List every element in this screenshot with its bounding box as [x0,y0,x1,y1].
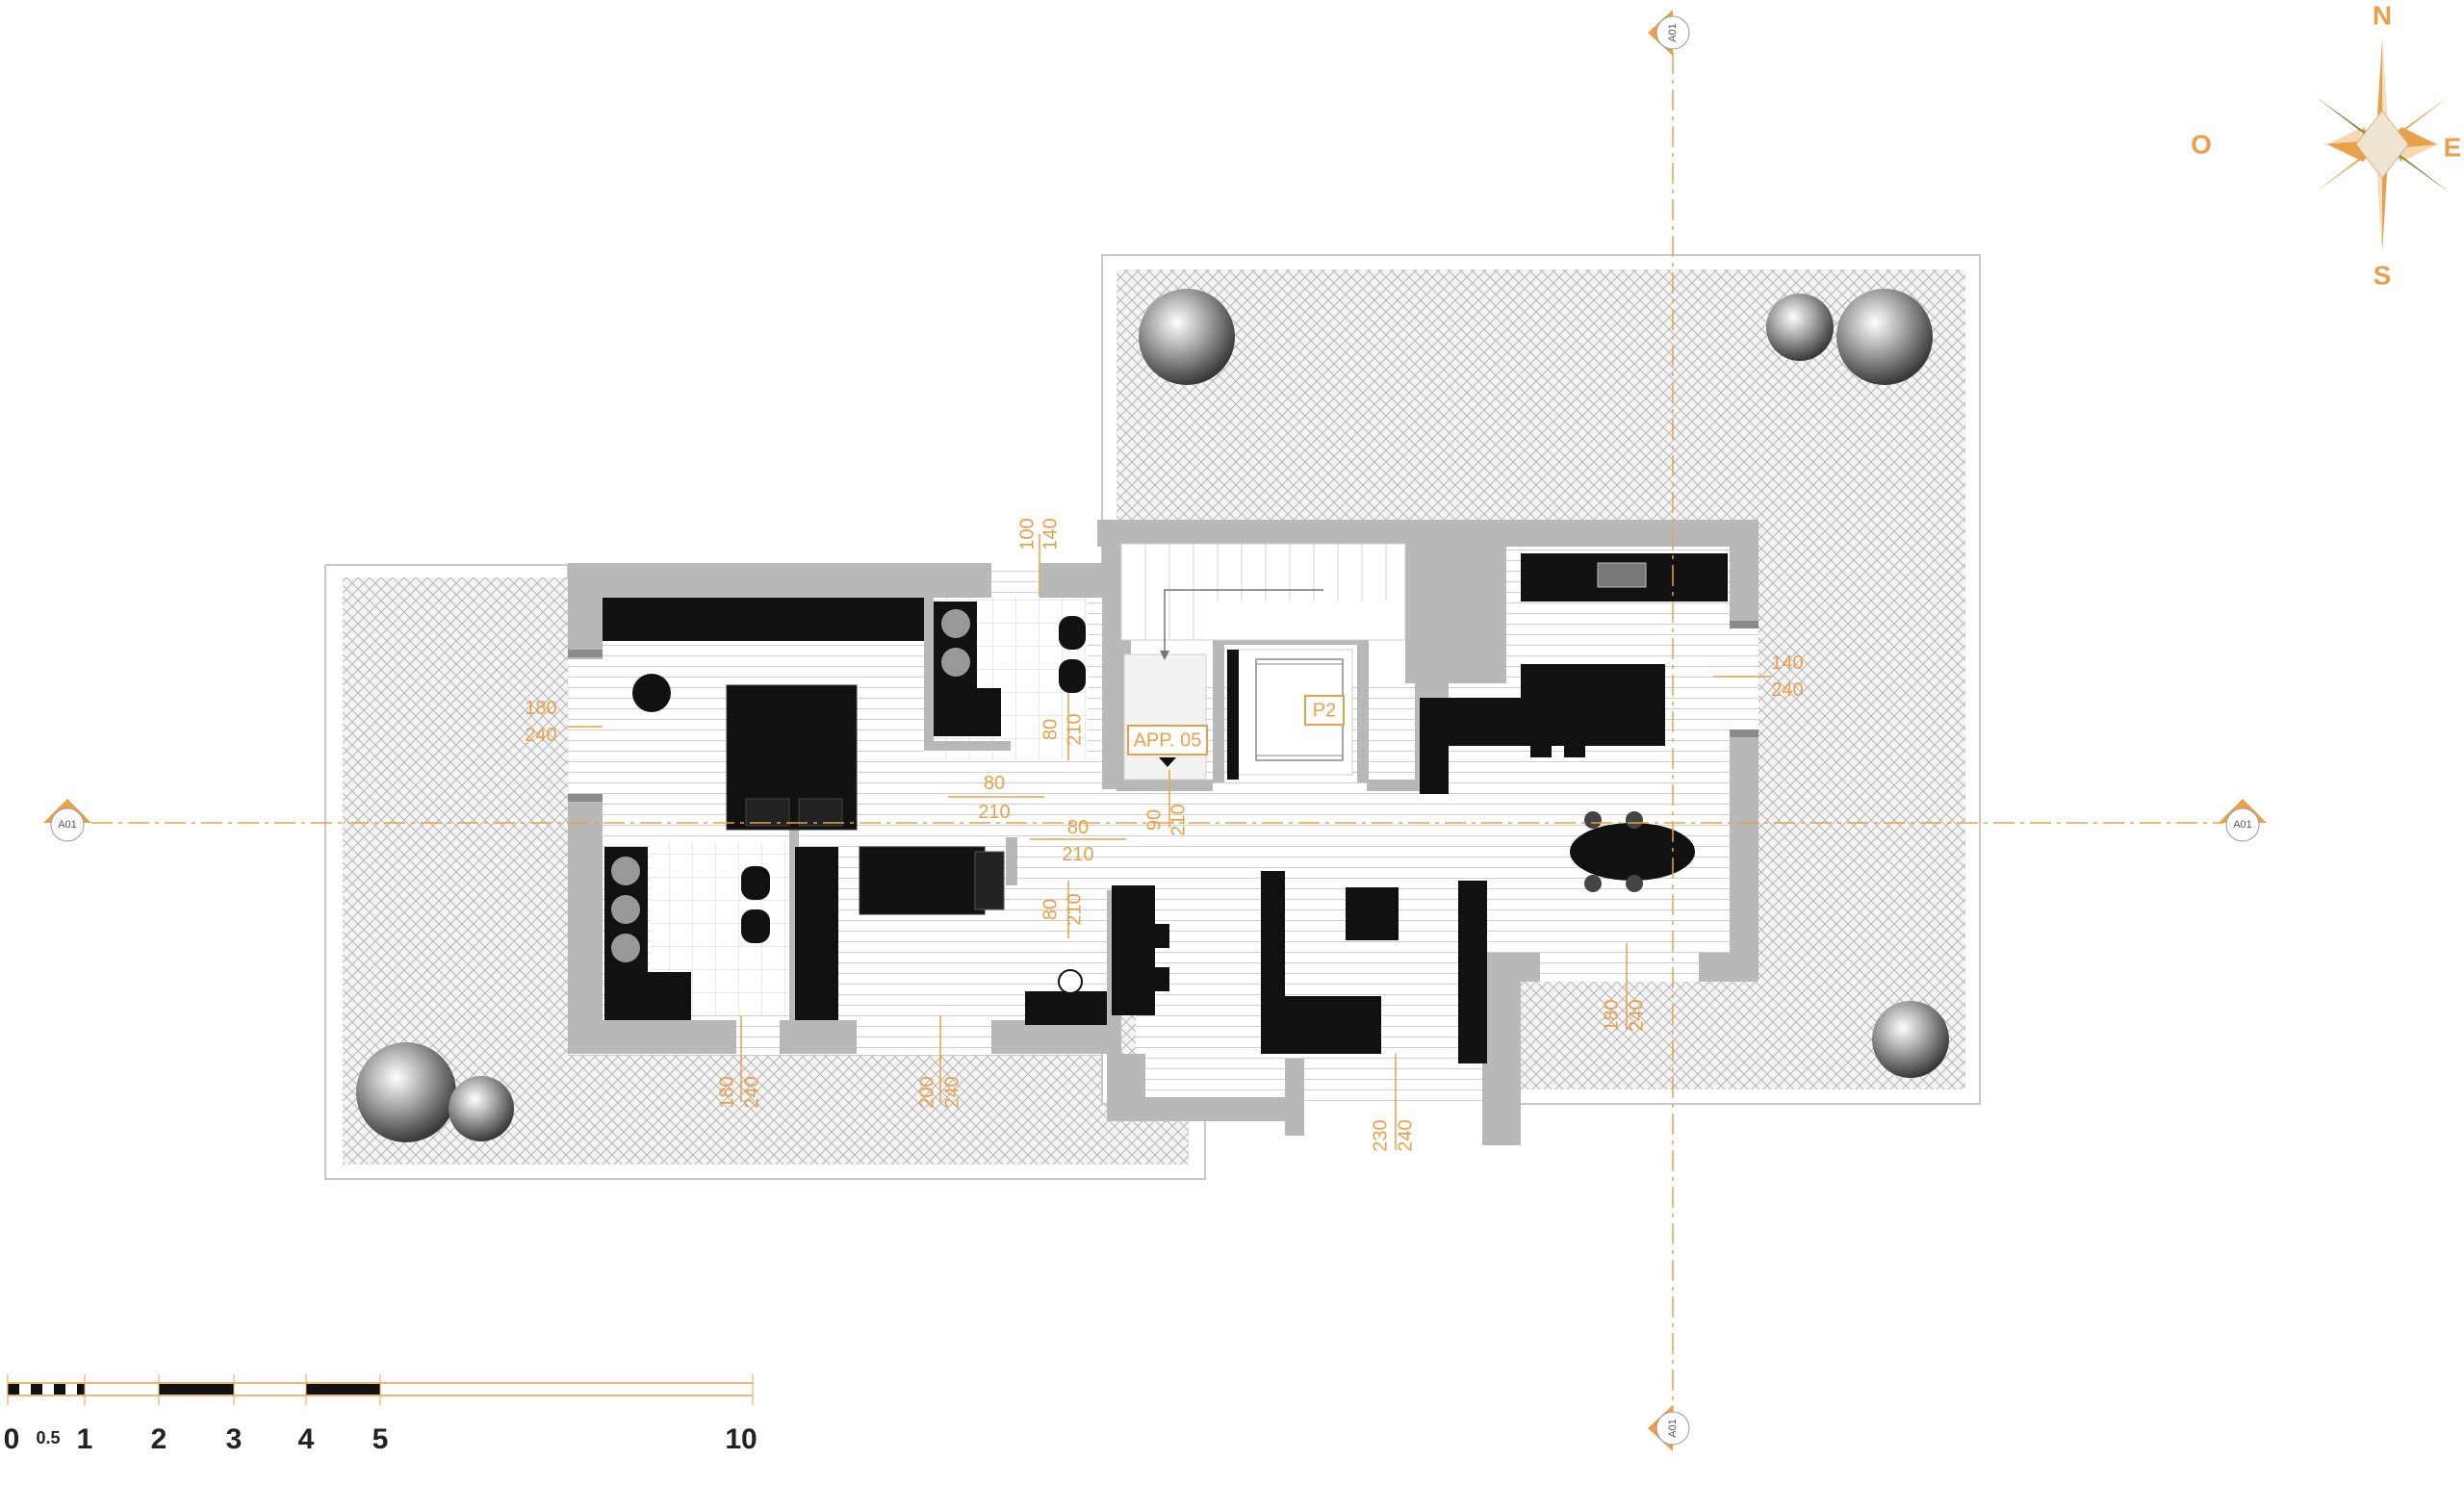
dim-hall-door-h: 210 [1062,844,1093,865]
dim-entry-door-w: 90 [1143,809,1165,831]
section-marker-top: A01 [1648,10,1690,56]
svg-text:A01: A01 [2233,819,2252,831]
scale-label: 2 [151,1423,167,1455]
compass-north: N [2373,0,2392,30]
tree-icon [356,1042,456,1142]
tree-icon [1766,294,1834,361]
compass-rose-icon: N S E O [2191,0,2461,290]
elevator [1226,649,1353,780]
furniture [603,553,1728,1063]
tree-icon [449,1076,514,1141]
dim-bottom-kitchen-h: 240 [1626,999,1647,1031]
armchair-icon [632,674,671,712]
compass-west: O [2191,129,2212,159]
wardrobe-top [603,598,924,641]
svg-text:APP. 05: APP. 05 [1134,730,1202,751]
scale-label: 4 [298,1423,315,1455]
bookcase [1458,881,1487,1063]
scale-label: 5 [372,1423,389,1455]
dim-bottom-bath-h: 240 [741,1076,762,1108]
scale-label: 10 [725,1423,757,1455]
scale-label: 0.5 [36,1428,60,1447]
compass-south: S [2374,260,2392,290]
dim-bottom-bath-w: 180 [716,1076,737,1108]
svg-text:P2: P2 [1313,700,1336,721]
dim-bottom-bed-h: 240 [941,1076,962,1108]
dim-bath2-door-w: 80 [1040,899,1061,920]
tree-icon [1836,289,1933,385]
single-bed [859,846,986,915]
svg-text:A01: A01 [1667,1419,1679,1438]
apartment-label: APP. 05 [1127,725,1208,767]
dim-left-window-w: 180 [525,698,556,719]
dining-table [1570,823,1695,881]
scale-label: 3 [226,1423,243,1455]
scale-label: 0 [4,1423,20,1455]
dim-top-window-w: 100 [1016,518,1038,550]
desk [1025,991,1107,1025]
dim-hall-door-w: 80 [1067,817,1089,838]
dimension-labels: 100 140 180 240 140 240 80 210 80 210 90… [525,518,1803,1151]
section-lines [91,53,2223,1424]
dim-right-window-h: 240 [1771,679,1803,701]
dim-bottom-kitchen-w: 180 [1601,999,1622,1031]
dim-bath-door-w: 80 [1040,719,1061,740]
kitchen-island [1521,664,1665,746]
svg-text:A01: A01 [1667,23,1679,42]
scale-label: 1 [77,1423,93,1455]
dim-entry-door-h: 210 [1168,804,1189,835]
dim-left-window-h: 240 [525,725,556,746]
section-marker-right: A01 [2219,799,2267,842]
dim-bath2-door-h: 210 [1064,893,1085,925]
entrance-arrow-icon [1159,757,1176,767]
sofa-icon [1261,871,1381,1054]
dim-top-window-h: 140 [1040,518,1061,550]
window-markers [568,621,1758,802]
compass-east: E [2444,132,2462,162]
elevator-label: P2 [1304,695,1345,726]
svg-text:A01: A01 [58,819,77,831]
walls [568,520,1758,1145]
dim-bottom-living-h: 240 [1395,1119,1416,1151]
dim-bottom-bed-w: 200 [916,1076,937,1108]
dim-bed-door-w: 80 [984,773,1005,794]
tree-icon [1872,1001,1949,1078]
scale-bar: 0 0.5 1 2 3 4 5 10 [4,1374,757,1455]
section-marker-bottom: A01 [1648,1405,1690,1451]
coffee-table [1346,887,1399,940]
trees [356,289,1949,1142]
tree-icon [1139,289,1235,385]
dim-bath-door-h: 210 [1064,713,1085,745]
dim-bed-door-h: 210 [978,802,1010,823]
dim-right-window-w: 140 [1771,653,1803,674]
wardrobe-bedroom2 [795,847,838,1020]
tv-wall-unit [1112,885,1155,1015]
dim-bottom-living-w: 230 [1370,1119,1391,1151]
section-marker-left: A01 [43,799,91,842]
